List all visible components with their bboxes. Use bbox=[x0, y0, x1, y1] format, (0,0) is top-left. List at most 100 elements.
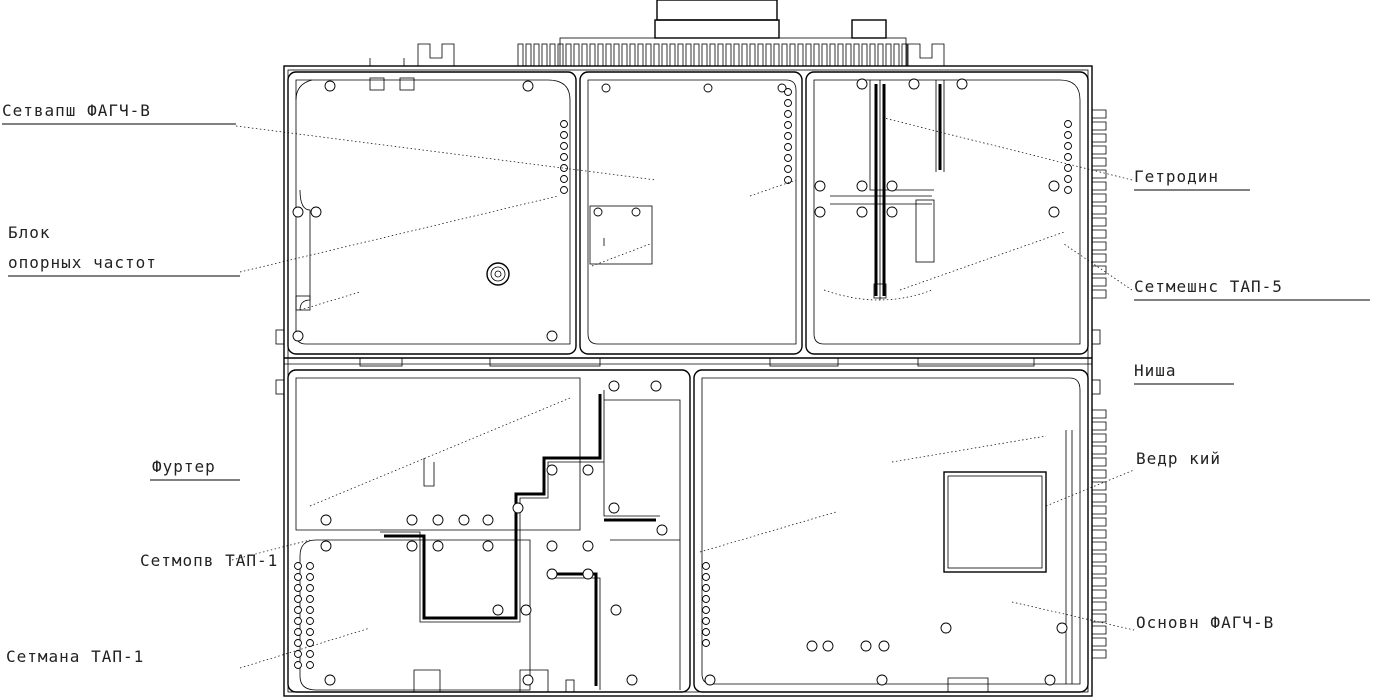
heatsink-fin bbox=[901, 43, 908, 67]
pin bbox=[702, 573, 710, 581]
heatsink-fin bbox=[565, 43, 572, 67]
pin bbox=[306, 639, 314, 647]
heatsink-fin bbox=[653, 43, 660, 67]
heatsink-fin bbox=[1092, 181, 1107, 191]
pin bbox=[1064, 120, 1072, 128]
label-filter: Фуртер bbox=[152, 457, 216, 476]
heatsink-fin bbox=[1092, 205, 1107, 215]
pin bbox=[784, 121, 792, 129]
heatsink-fin bbox=[885, 43, 892, 67]
heatsink-fin bbox=[1092, 493, 1107, 503]
heatsink-fin bbox=[685, 43, 692, 67]
pin bbox=[784, 143, 792, 151]
heatsink-fin bbox=[1092, 553, 1107, 563]
right-heatsink-fins bbox=[1092, 109, 1107, 659]
label-osnovn-fapch: Основн ФАГЧ-В bbox=[1136, 613, 1274, 632]
heatsink-fin bbox=[669, 43, 676, 67]
heatsink-fin bbox=[1092, 445, 1107, 455]
heatsink-fin bbox=[677, 43, 684, 67]
pin bbox=[702, 584, 710, 592]
pin bbox=[560, 131, 568, 139]
heatsink-fin bbox=[1092, 469, 1107, 479]
pin bbox=[560, 186, 568, 194]
heatsink-fin bbox=[1092, 505, 1107, 515]
heatsink-fin bbox=[549, 43, 556, 67]
heatsink-fin bbox=[789, 43, 796, 67]
pin-row-bottom-left bbox=[294, 562, 314, 669]
heatsink-fin bbox=[829, 43, 836, 67]
module-top-left bbox=[287, 71, 577, 355]
heatsink-fin bbox=[1092, 601, 1107, 611]
heatsink-fin bbox=[605, 43, 612, 67]
heatsink-fin bbox=[1092, 577, 1107, 587]
pin bbox=[294, 606, 302, 614]
heatsink-fin bbox=[741, 43, 748, 67]
heatsink-fin bbox=[1092, 517, 1107, 527]
pin-row-bottom-right bbox=[702, 562, 710, 647]
heatsink-fin bbox=[629, 43, 636, 67]
module-bottom-right bbox=[693, 369, 1089, 693]
pin bbox=[784, 99, 792, 107]
pin bbox=[294, 573, 302, 581]
heatsink-fin bbox=[837, 43, 844, 67]
pin bbox=[702, 628, 710, 636]
pin bbox=[560, 164, 568, 172]
heatsink-fin bbox=[1092, 253, 1107, 263]
heatsink-fin bbox=[1092, 145, 1107, 155]
pin bbox=[702, 562, 710, 570]
heatsink-fin bbox=[637, 43, 644, 67]
pin bbox=[1064, 131, 1072, 139]
heatsink-fin bbox=[1092, 421, 1107, 431]
pin bbox=[784, 88, 792, 96]
heatsink-fin bbox=[573, 43, 580, 67]
heatsink-fin bbox=[1092, 409, 1107, 419]
pin bbox=[702, 617, 710, 625]
pin bbox=[560, 153, 568, 161]
heatsink-fin bbox=[797, 43, 804, 67]
heatsink-fin bbox=[725, 43, 732, 67]
top-connector bbox=[559, 0, 907, 67]
pin bbox=[306, 595, 314, 603]
heatsink-fin bbox=[1092, 133, 1107, 143]
heatsink-fin bbox=[533, 43, 540, 67]
heatsink-fin bbox=[693, 43, 700, 67]
labels: Сетвапш ФАГЧ-В Блок опорных частот Гетро… bbox=[2, 101, 1370, 666]
pin bbox=[306, 661, 314, 669]
pin bbox=[306, 617, 314, 625]
heatsink-fin bbox=[557, 43, 564, 67]
pin bbox=[1064, 186, 1072, 194]
heatsink-fin bbox=[1092, 217, 1107, 227]
heatsink-fin bbox=[1092, 157, 1107, 167]
heatsink-fin bbox=[1092, 433, 1107, 443]
heatsink-fin bbox=[1092, 637, 1107, 647]
top-tabs bbox=[369, 43, 945, 91]
heatsink-fin bbox=[1092, 109, 1107, 119]
heatsink-fin bbox=[581, 43, 588, 67]
heatsink-fin bbox=[1092, 229, 1107, 239]
label-sintezator-tap1-bottom: Сетмана ТАП-1 bbox=[6, 647, 144, 666]
pin bbox=[1064, 153, 1072, 161]
label-blok: Блок bbox=[8, 223, 51, 242]
pin bbox=[702, 595, 710, 603]
heatsink-fin bbox=[845, 43, 852, 67]
pin bbox=[784, 165, 792, 173]
heatsink-fin bbox=[765, 43, 772, 67]
heatsink-fin bbox=[893, 43, 900, 67]
pin bbox=[306, 573, 314, 581]
heatsink-fin bbox=[1092, 457, 1107, 467]
heatsink-fin bbox=[733, 43, 740, 67]
heatsink-fin bbox=[645, 43, 652, 67]
heatsink-fin bbox=[589, 43, 596, 67]
module-bottom-left bbox=[287, 369, 691, 693]
pin bbox=[294, 639, 302, 647]
heatsink-fin bbox=[869, 43, 876, 67]
pin bbox=[702, 639, 710, 647]
heatsink-fin bbox=[525, 43, 532, 67]
pin bbox=[560, 175, 568, 183]
chassis-outline bbox=[275, 65, 1101, 697]
heatsink-fin bbox=[1092, 289, 1107, 299]
heatsink-fin bbox=[1092, 541, 1107, 551]
pin-row-top-middle bbox=[784, 88, 792, 184]
heatsink-fin bbox=[709, 43, 716, 67]
